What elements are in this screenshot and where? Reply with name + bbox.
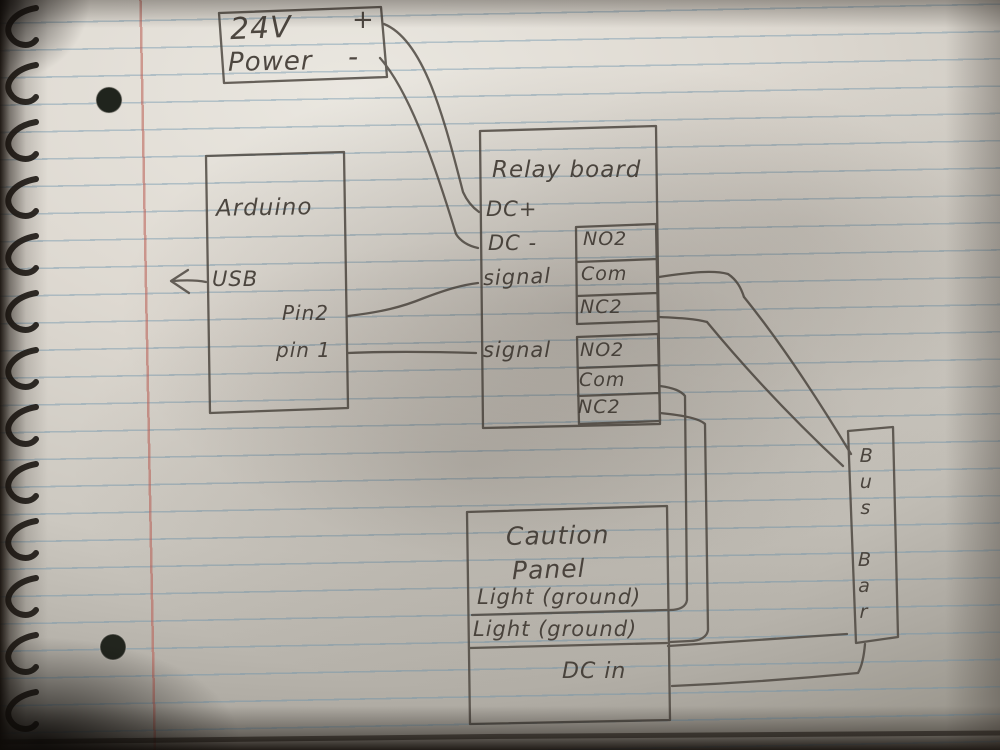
- caution-light2-label: Light (ground): [473, 617, 638, 641]
- arduino-pin1-label: pin 1: [276, 338, 332, 362]
- arduino-title: Arduino: [215, 194, 313, 222]
- relay-terminal-no2-1: NO2: [583, 228, 628, 250]
- page-bottom-edge: [0, 730, 1000, 745]
- usb-arrow-icon: [169, 268, 208, 295]
- arduino-pin2-label: Pin2: [282, 301, 330, 325]
- power-minus-terminal-label: -: [348, 40, 360, 73]
- relay-terminal-com-2: Com: [579, 369, 626, 391]
- caution-light1-label: Light (ground): [477, 585, 642, 609]
- caution-row-line-1: [470, 608, 669, 617]
- wire-junction-busbar-b: [705, 320, 845, 468]
- caution-dc-in-label: DC in: [562, 659, 627, 684]
- hole-punch-top: [95, 86, 123, 114]
- caution-panel-title-line1: Caution: [505, 520, 610, 551]
- wire-pin2-signal: [346, 281, 480, 318]
- caution-row-line-2: [468, 641, 669, 650]
- wire-power-plus-dcplus: [382, 22, 481, 214]
- bus-bar-label: Bus Bar: [852, 444, 878, 628]
- hole-punch-bottom: [99, 633, 127, 661]
- power-label-24v: 24V: [229, 9, 293, 48]
- wire-com1-junction: [657, 270, 746, 299]
- wire-pin1-signal: [346, 350, 478, 355]
- caution-panel-title-line2: Panel: [511, 553, 587, 586]
- relay-dc-minus-label: DC -: [488, 231, 538, 255]
- relay-terminal-com-1: Com: [581, 263, 628, 285]
- arduino-usb-label: USB: [212, 267, 259, 291]
- power-label-power: Power: [227, 46, 313, 78]
- relay-terminal-nc2-1: NC2: [580, 296, 623, 318]
- spiral-binding: [5, 5, 39, 732]
- relay-dc-plus-label: DC+: [486, 197, 538, 221]
- relay-board-title: Relay board: [492, 157, 642, 183]
- relay-terminal-no2-2: NO2: [580, 339, 625, 361]
- relay-signal-bottom-label: signal: [483, 338, 552, 362]
- wire-nc21-junction: [657, 315, 709, 324]
- relay-signal-top-label: signal: [482, 263, 552, 291]
- wire-junction-busbar-a: [742, 295, 853, 456]
- wire-power-minus-dcminus: [378, 56, 480, 250]
- wire-com2-light1: [658, 384, 689, 612]
- relay-terminal-nc2-2: NC2: [578, 396, 621, 418]
- power-plus-terminal-label: +: [352, 5, 375, 35]
- wire-dcin-busbar: [670, 642, 867, 688]
